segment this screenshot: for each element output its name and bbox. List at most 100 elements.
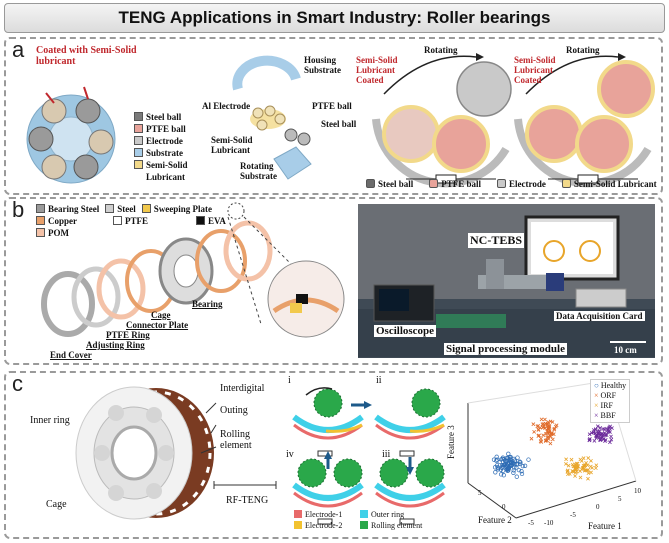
scatter-point-irf xyxy=(578,475,583,480)
page-title: TENG Applications in Smart Industry: Rol… xyxy=(4,3,665,33)
scatter-point-irf xyxy=(594,463,599,468)
scatter-point-healthy xyxy=(494,463,500,468)
scatter-point-orf xyxy=(549,432,554,437)
coated-bearing-image xyxy=(26,86,116,184)
legend-sweeping-plate: Sweeping Plate xyxy=(141,203,212,215)
label-al-electrode: Al Electrode xyxy=(202,101,251,111)
scatter-point-irf xyxy=(578,469,582,473)
photo-label-signal: Signal processing module xyxy=(444,343,567,355)
scatter-point-healthy xyxy=(498,467,504,472)
legend-steel: Steel xyxy=(105,203,136,215)
panel-c-graphics xyxy=(75,380,637,525)
scatter-point-healthy xyxy=(493,470,498,475)
scatter-point-irf xyxy=(582,464,587,469)
scatter-point-healthy xyxy=(522,463,528,468)
scatter-point-orf xyxy=(539,417,544,422)
stage-iii xyxy=(374,458,446,525)
scatter-point-orf xyxy=(550,437,555,442)
scatter-point-bbf xyxy=(587,432,592,437)
scatter-point-orf xyxy=(544,431,548,436)
label-rotating-left: Rotating xyxy=(424,45,458,55)
stage-label-ii: ii xyxy=(376,375,382,386)
scatter-point-bbf xyxy=(591,428,596,432)
scatter-point-orf xyxy=(540,425,545,430)
label-outing: Outing xyxy=(220,405,248,416)
scatter-point-bbf xyxy=(595,424,600,429)
legend-substrate: Substrate xyxy=(134,147,188,159)
part-label-connector-plate: Connector Plate xyxy=(126,320,189,330)
scatter-point-irf xyxy=(565,468,570,473)
scatter-point-orf xyxy=(537,433,541,438)
label-rotating-right: Rotating xyxy=(566,45,600,55)
scatter-point-orf xyxy=(546,425,551,430)
x-tick-2: 0 xyxy=(596,503,600,511)
scatter-point-healthy xyxy=(518,460,523,465)
rf-teng-bearing-image xyxy=(75,386,277,520)
panel-c-label: c xyxy=(12,371,23,396)
label-steel-ball: Steel ball xyxy=(321,119,357,129)
scatter-point-orf xyxy=(545,422,550,427)
legend-eva: EVA xyxy=(196,215,226,227)
legend-ptfe-ball: PTFE ball xyxy=(134,123,188,135)
scatter-point-healthy xyxy=(491,457,497,462)
scatter-point-irf xyxy=(564,462,568,466)
scatter-point-orf xyxy=(548,441,553,446)
scatter-point-healthy xyxy=(520,463,526,469)
photo-label-oscilloscope: Oscilloscope xyxy=(374,325,437,337)
scatter-point-orf xyxy=(540,422,545,427)
scatter-point-bbf xyxy=(594,433,598,438)
part-label-end-cover: End Cover xyxy=(50,350,92,360)
legend-semi-solid: Semi-Solid xyxy=(134,159,188,171)
scatter-point-healthy xyxy=(514,474,519,479)
panel-a-bottom-legend: Steel ball PTFE ball Electrode Semi-Soli… xyxy=(366,179,657,189)
scatter-point-healthy xyxy=(511,470,516,475)
scatter-point-orf xyxy=(543,417,547,422)
scatter-point-bbf xyxy=(592,438,597,443)
stage-label-iii: iii xyxy=(382,449,391,460)
scatter-point-healthy xyxy=(502,462,507,468)
scatter-point-irf xyxy=(579,459,584,463)
legend-copper: Copper xyxy=(36,215,77,227)
scatter-point-healthy xyxy=(511,468,516,473)
scatter-point-healthy xyxy=(515,455,520,460)
legend-ptfe: PTFE xyxy=(113,215,148,227)
scatter-point-healthy xyxy=(499,463,505,468)
legend-orf: × ORF xyxy=(594,391,617,400)
scatter-point-healthy xyxy=(517,459,522,464)
coated-title: Coated with Semi-Solid lubricant xyxy=(36,45,137,67)
legend-bearing-steel: Bearing Steel xyxy=(36,203,99,215)
scatter-point-orf xyxy=(532,429,537,434)
x-tick-1: -5 xyxy=(570,511,576,519)
scatter-point-irf xyxy=(589,470,593,475)
y-tick-0: -5 xyxy=(528,519,534,527)
scatter-point-healthy xyxy=(506,466,511,471)
scatter-point-irf xyxy=(566,472,570,477)
scatter-legend: ○ Healthy × ORF × IRF × BBF xyxy=(590,379,631,423)
scatter-point-irf xyxy=(586,471,591,475)
panel-a: a Coated with Semi-Solid lubricant xyxy=(4,37,663,195)
stage-legend: Electrode-1 Outer ring Electrode-2 Rolli… xyxy=(294,509,440,531)
scatter-point-bbf xyxy=(603,433,608,438)
exploded-bearing-image xyxy=(41,202,345,338)
x-tick-4: 10 xyxy=(634,487,641,495)
scatter-point-orf xyxy=(543,421,548,426)
y-tick-2: 5 xyxy=(478,489,482,497)
scatter-point-bbf xyxy=(599,432,604,436)
scatter-points xyxy=(491,417,614,481)
scatter-point-bbf xyxy=(609,434,613,439)
scatter-point-bbf xyxy=(606,428,610,433)
scatter-point-irf xyxy=(584,460,588,465)
panel-a-legend: Steel ball PTFE ball Electrode Substrate… xyxy=(134,111,188,183)
scatter-point-bbf xyxy=(610,426,614,430)
scatter-point-healthy xyxy=(494,458,499,463)
scatter-point-healthy xyxy=(505,468,510,474)
scatter-point-healthy xyxy=(500,468,506,473)
stage-label-i: i xyxy=(288,375,291,386)
scatter-point-irf xyxy=(574,469,579,474)
legend-lubricant: Lubricant xyxy=(146,172,186,182)
scatter-point-irf xyxy=(589,458,593,463)
part-label-adjusting-ring: Adjusting Ring xyxy=(86,340,145,350)
legend-outer-ring: Outer ring xyxy=(360,509,440,520)
